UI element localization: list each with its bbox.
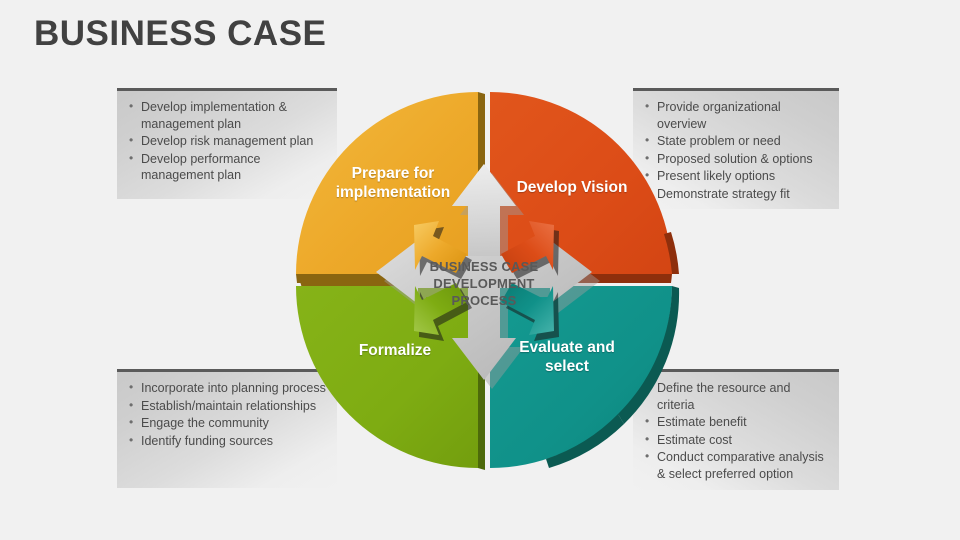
- chevron-arrow-evaluate: [501, 283, 559, 341]
- list-item: Conduct comparative analysis & select pr…: [643, 448, 829, 482]
- business-case-cycle-diagram: [288, 84, 680, 476]
- list-item: Estimate cost: [643, 431, 829, 449]
- chevron-arrow-prepare: [414, 221, 472, 279]
- callout-top-left: Develop implementation & management plan…: [117, 88, 337, 199]
- callout-top-left-list: Develop implementation & management plan…: [127, 98, 327, 184]
- callout-top-left-rule: [117, 88, 337, 91]
- callout-bottom-left-panel: Incorporate into planning process Establ…: [117, 372, 337, 488]
- callout-top-right-list: Provide organizational overview State pr…: [643, 98, 829, 202]
- list-item: Engage the community: [127, 414, 327, 432]
- center-arrow-shape: [376, 164, 592, 380]
- page-title: BUSINESS CASE: [34, 14, 327, 53]
- list-item: Estimate benefit: [643, 413, 829, 431]
- callout-top-right-panel: Provide organizational overview State pr…: [633, 91, 839, 209]
- list-item: Establish/maintain relationships: [127, 397, 327, 415]
- list-item: Develop risk management plan: [127, 132, 327, 150]
- callout-top-right: Provide organizational overview State pr…: [633, 88, 839, 209]
- list-item: Provide organizational overview: [643, 98, 829, 132]
- quadrant-evaluate-edge2: [546, 414, 624, 468]
- callout-bottom-right-list: Define the resource and criteria Estimat…: [643, 379, 829, 482]
- center-arrow-highlight: [452, 164, 516, 256]
- center-four-way-arrow: [376, 164, 600, 389]
- chevron-arrow-vision: [501, 221, 559, 279]
- callout-bottom-left-rule: [117, 369, 337, 372]
- callout-top-left-panel: Develop implementation & management plan…: [117, 91, 337, 199]
- callout-bottom-right-panel: Define the resource and criteria Estimat…: [633, 372, 839, 490]
- callout-bottom-right-rule: [633, 369, 839, 372]
- list-item: Develop performance management plan: [127, 150, 327, 184]
- list-item: Incorporate into planning process: [127, 379, 327, 397]
- callout-bottom-right: Define the resource and criteria Estimat…: [633, 369, 839, 490]
- list-item: Present likely options: [643, 167, 829, 185]
- chevron-arrow-formalize: [414, 283, 472, 341]
- list-item: State problem or need: [643, 132, 829, 150]
- list-item: Proposed solution & options: [643, 150, 829, 168]
- callout-top-right-rule: [633, 88, 839, 91]
- quadrant-evaluate-edge: [618, 286, 680, 424]
- list-item: Develop implementation & management plan: [127, 98, 327, 132]
- list-item: Define the resource and criteria: [643, 379, 829, 413]
- callout-bottom-left-list: Incorporate into planning process Establ…: [127, 379, 327, 450]
- callout-bottom-left: Incorporate into planning process Establ…: [117, 369, 337, 488]
- list-item: Identify funding sources: [127, 432, 327, 450]
- quadrant-vision-right-shadow: [664, 232, 679, 274]
